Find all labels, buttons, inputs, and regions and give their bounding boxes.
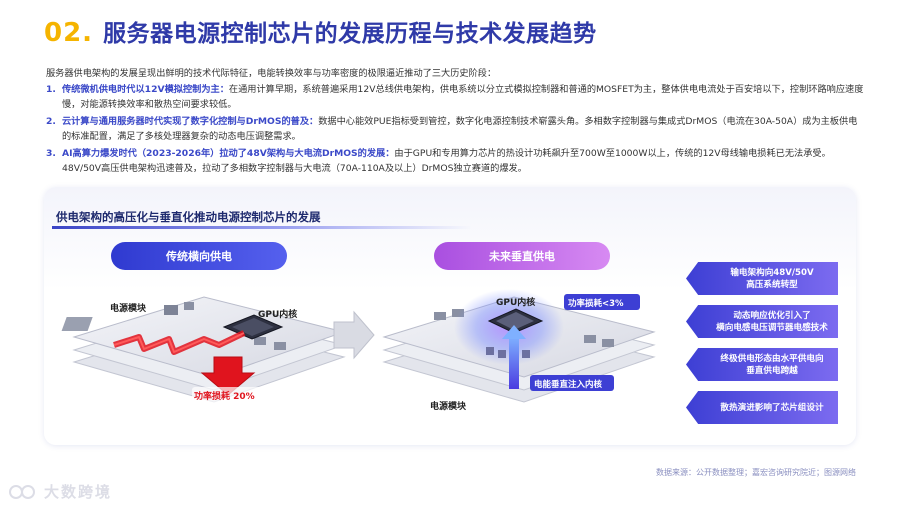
traditional-supply-pill: 传统横向供电 bbox=[111, 242, 287, 270]
side-box-vertical-supply: 终极供电形态由水平供电向垂直供电跨越 bbox=[686, 348, 838, 381]
panel-title: 供电架构的高压化与垂直化推动电源控制芯片的发展 bbox=[56, 210, 321, 224]
intro-text: 服务器供电架构的发展呈现出鲜明的技术代际特征，电能转换效率与功率密度的极限逼近推… bbox=[46, 68, 497, 79]
point-number: 1. bbox=[46, 84, 56, 95]
right-loss-label: 功率损耗<3% bbox=[568, 298, 624, 309]
point-item: 3. AI高算力爆发时代（2023-2026年）拉动了48V架构与大电流DrMO… bbox=[46, 146, 866, 176]
side-box-thermal: 散热演进影响了芯片组设计 bbox=[686, 391, 838, 424]
right-gpu-core-label: GPU内核 bbox=[496, 296, 535, 308]
transition-arrow-icon bbox=[333, 310, 375, 360]
right-energy-label: 电能垂直注入内核 bbox=[534, 379, 603, 390]
section-title: 服务器电源控制芯片的发展历程与技术发展趋势 bbox=[103, 21, 597, 47]
logo-text: 大数跨境 bbox=[44, 483, 113, 501]
point-highlight: 云计算与通用服务器时代实现了数字化控制与DrMOS的普及： bbox=[62, 116, 319, 127]
point-number: 3. bbox=[46, 148, 56, 159]
point-highlight: 传统微机供电时代以12V模拟控制为主： bbox=[62, 84, 229, 95]
panel-title-underline bbox=[52, 226, 472, 229]
section-number: 02. bbox=[44, 18, 94, 48]
logo-icon bbox=[9, 484, 35, 499]
left-loss-label: 功率损耗 20% bbox=[194, 390, 255, 402]
page-title: 02. 服务器电源控制芯片的发展历程与技术发展趋势 bbox=[44, 14, 597, 48]
side-box-text: 动态响应优化引入了横向电感电压调节器电感技术 bbox=[716, 310, 828, 333]
point-list: 1. 传统微机供电时代以12V模拟控制为主：在通用计算早期，系统普遍采用12V总… bbox=[46, 82, 866, 178]
left-power-module-label: 电源模块 bbox=[110, 302, 147, 314]
left-gpu-core-label: GPU内核 bbox=[258, 308, 297, 320]
point-number: 2. bbox=[46, 116, 56, 127]
diagram-panel: 供电架构的高压化与垂直化推动电源控制芯片的发展 传统横向供电 未来垂直供电 bbox=[44, 187, 856, 445]
vertical-supply-pill: 未来垂直供电 bbox=[434, 242, 610, 270]
point-highlight: AI高算力爆发时代（2023-2026年）拉动了48V架构与大电流DrMOS的发… bbox=[62, 148, 395, 159]
right-power-module-label: 电源模块 bbox=[430, 400, 467, 412]
point-text: 在通用计算早期，系统普遍采用12V总线供电架构，供电系统以分立式模拟控制器和普通… bbox=[62, 84, 864, 110]
point-body: AI高算力爆发时代（2023-2026年）拉动了48V架构与大电流DrMOS的发… bbox=[62, 146, 866, 176]
point-item: 1. 传统微机供电时代以12V模拟控制为主：在通用计算早期，系统普遍采用12V总… bbox=[46, 82, 866, 112]
brand-logo: 大数跨境 bbox=[8, 481, 112, 502]
point-body: 云计算与通用服务器时代实现了数字化控制与DrMOS的普及：数据中心能效PUE指标… bbox=[62, 114, 866, 144]
side-box-dynamic-response: 动态响应优化引入了横向电感电压调节器电感技术 bbox=[686, 305, 838, 338]
side-box-text: 终极供电形态由水平供电向垂直供电跨越 bbox=[720, 353, 824, 376]
power-diagram: 电源模块 GPU内核 功率损耗 20% bbox=[61, 289, 656, 412]
point-text: 由于GPU和专用算力芯片的热设计功耗飙升至700W至1000W以上，传统的12V… bbox=[62, 148, 831, 174]
point-body: 传统微机供电时代以12V模拟控制为主：在通用计算早期，系统普遍采用12V总线供电… bbox=[62, 82, 866, 112]
data-source: 数据来源：公开数据整理；嘉宏咨询研究院近；图源网络 bbox=[656, 468, 856, 477]
point-text: 数据中心能效PUE指标受到管控，数字化电源控制技术崭露头角。多相数字控制器与集成… bbox=[62, 116, 858, 142]
left-board-stack bbox=[61, 296, 346, 403]
right-board-stack bbox=[382, 289, 656, 403]
side-box-text: 散热演进影响了芯片组设计 bbox=[720, 402, 824, 413]
point-item: 2. 云计算与通用服务器时代实现了数字化控制与DrMOS的普及：数据中心能效PU… bbox=[46, 114, 866, 144]
